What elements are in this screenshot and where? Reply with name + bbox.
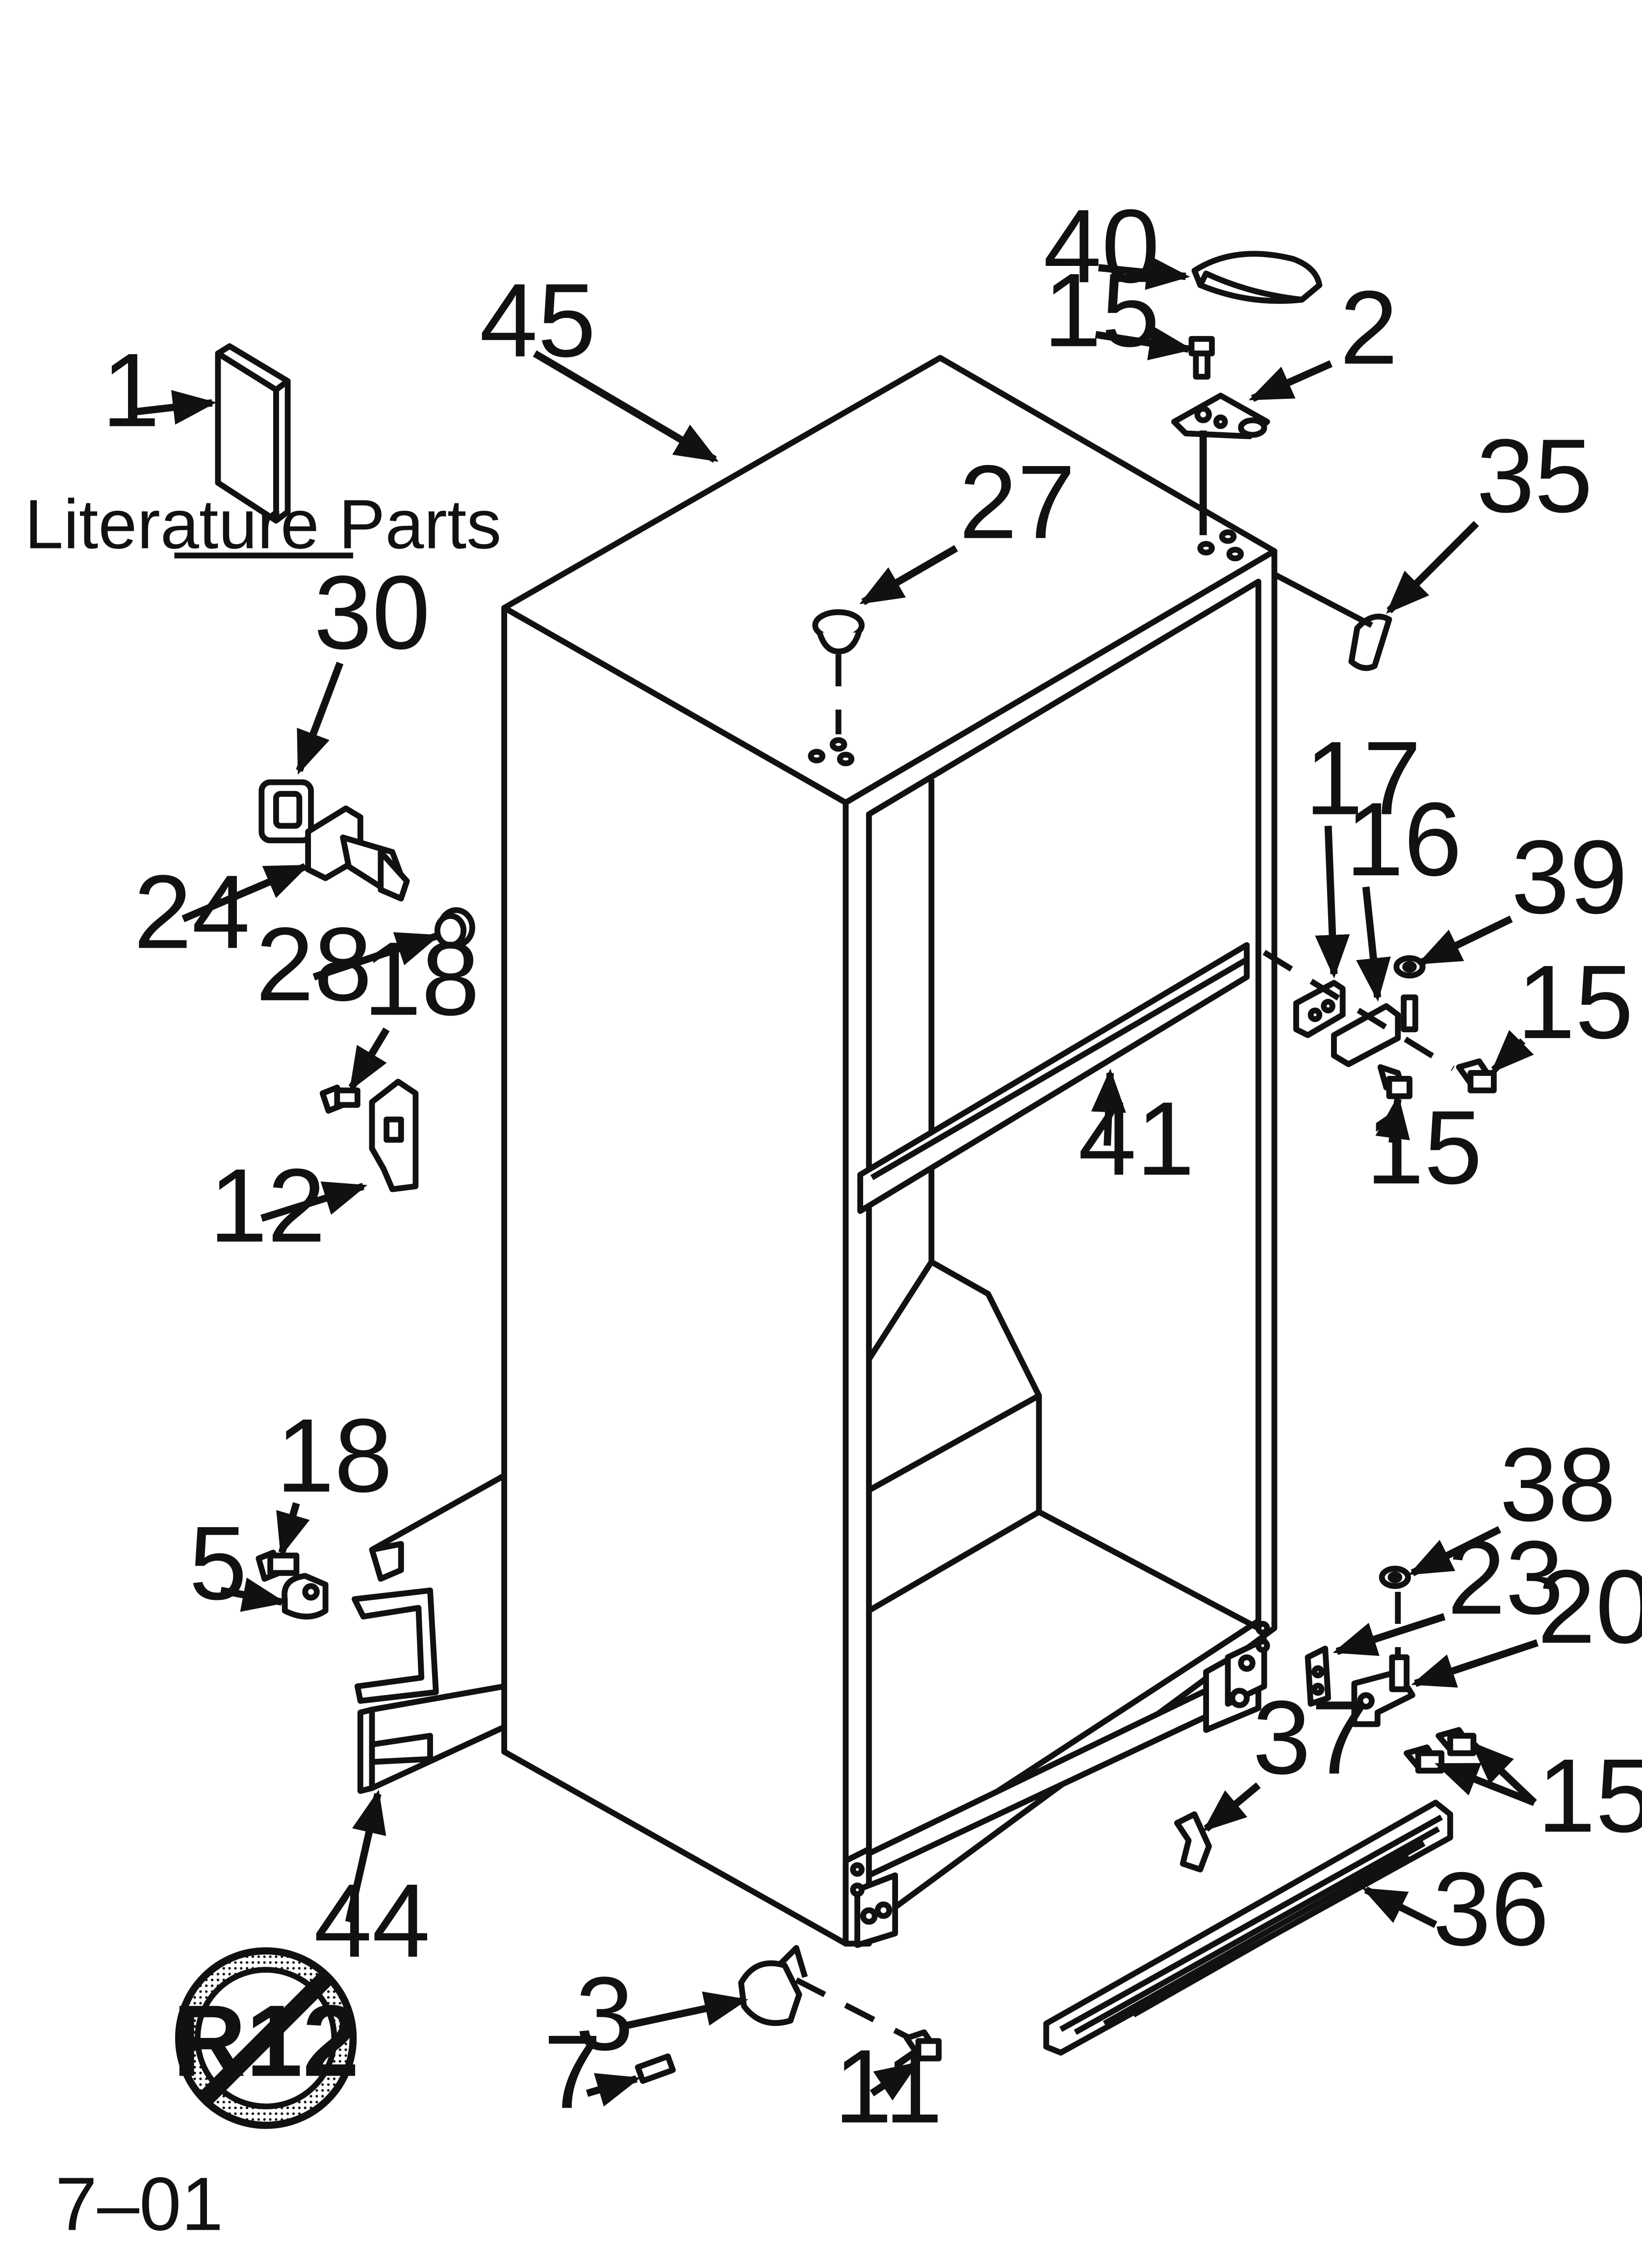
grille-clip-37 bbox=[1174, 1811, 1212, 1873]
revision-date: 7–01 bbox=[55, 2162, 224, 2246]
screw-15-bottom-upper bbox=[1436, 1727, 1477, 1756]
shim-23 bbox=[1305, 1645, 1331, 1707]
washer-28 bbox=[434, 907, 475, 948]
washer-39 bbox=[1393, 955, 1426, 979]
part-label-28: 28 bbox=[256, 906, 372, 1023]
part-label-18: 18 bbox=[276, 1397, 392, 1514]
part-label-20: 20 bbox=[1538, 1548, 1642, 1665]
screw-18-lower bbox=[256, 1549, 300, 1582]
literature-parts-booklet: Literature Parts bbox=[25, 343, 501, 563]
part-label-36: 36 bbox=[1433, 1851, 1549, 1968]
part-label-27: 27 bbox=[959, 444, 1075, 561]
part-label-17: 17 bbox=[1305, 720, 1421, 837]
top-hinge-cover bbox=[1191, 251, 1323, 304]
part-label-15: 15 bbox=[1538, 1738, 1642, 1854]
leader-arrows bbox=[136, 255, 1539, 2107]
bracket-12 bbox=[369, 1078, 419, 1193]
part-number-labels: 1 45 40 15 2 35 27 30 24 28 18 12 17 16 … bbox=[102, 188, 1642, 2145]
middle-hinge-bracket-17 bbox=[1293, 980, 1346, 1038]
hinge-plate-44 bbox=[352, 1473, 506, 1794]
part-label-44: 44 bbox=[314, 1862, 430, 1979]
part-label-24: 24 bbox=[134, 854, 250, 970]
top-hinge bbox=[1171, 392, 1270, 535]
no-r12-symbol: R12 bbox=[173, 1947, 359, 2129]
screw-11 bbox=[903, 2029, 942, 2061]
part-label-40: 40 bbox=[1043, 188, 1159, 305]
part-label-45: 45 bbox=[480, 262, 596, 379]
screw-18-upper bbox=[319, 1084, 360, 1114]
part-label-30: 30 bbox=[314, 554, 430, 671]
clamp-5 bbox=[282, 1573, 329, 1620]
top-hinge-screw bbox=[1188, 336, 1215, 380]
part-label-16: 16 bbox=[1346, 781, 1462, 898]
screw-15-bottom-lower bbox=[1404, 1744, 1445, 1774]
top-plug bbox=[812, 609, 865, 734]
part-label-15: 15 bbox=[1043, 252, 1159, 369]
part-label-3: 3 bbox=[575, 1955, 634, 2072]
part-label-2: 2 bbox=[1340, 269, 1398, 386]
part-label-39: 39 bbox=[1511, 819, 1627, 936]
middle-hinge-16 bbox=[1331, 994, 1418, 1068]
part-label-15: 15 bbox=[1366, 1089, 1482, 1206]
roller-bracket-3 bbox=[738, 1945, 808, 2026]
part-label-12: 12 bbox=[209, 1147, 326, 1264]
part-label-11: 11 bbox=[834, 2028, 943, 2145]
bottom-hinge-20 bbox=[1351, 1654, 1415, 1727]
cabinet bbox=[501, 355, 1278, 1948]
literature-caption: Literature Parts bbox=[25, 485, 501, 563]
latch-pin-24 bbox=[305, 805, 410, 902]
toe-grille-36 bbox=[1043, 1799, 1453, 2056]
part-label-7: 7 bbox=[543, 2014, 602, 2131]
washer-38 bbox=[1379, 1565, 1411, 1589]
pin-7 bbox=[635, 2053, 676, 2084]
gasket-30 bbox=[258, 779, 314, 843]
part-label-23: 23 bbox=[1447, 1519, 1564, 1636]
part-label-15: 15 bbox=[1517, 944, 1633, 1061]
screw-15-middle-right bbox=[1456, 1058, 1497, 1094]
part-label-5: 5 bbox=[189, 1505, 247, 1622]
part-label-1: 1 bbox=[102, 332, 160, 449]
part-label-38: 38 bbox=[1500, 1427, 1616, 1543]
divider-bar bbox=[857, 942, 1250, 1214]
part-label-35: 35 bbox=[1476, 417, 1592, 534]
part-label-18: 18 bbox=[363, 921, 480, 1038]
part-label-37: 37 bbox=[1253, 1679, 1369, 1796]
part-label-41: 41 bbox=[1078, 1080, 1194, 1197]
